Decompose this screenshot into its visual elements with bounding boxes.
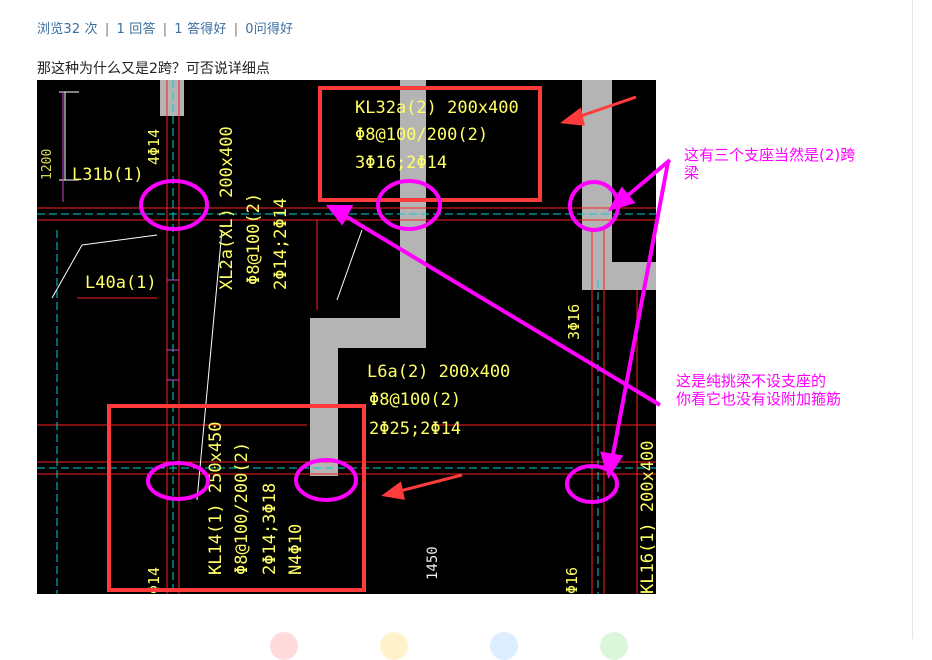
- dimension-marks: [62, 92, 179, 381]
- decorative-circle: [600, 632, 628, 660]
- annotation-line: 你看它也没有设附加箍筋: [676, 390, 842, 408]
- separator: |: [162, 22, 168, 37]
- label-kl32a-3: 3Φ16;2Φ14: [355, 153, 447, 173]
- separator: |: [233, 22, 239, 37]
- label-kl14-3: 2Φ14;3Φ18: [260, 483, 280, 575]
- annotation-line: 这是纯挑梁不设支座的: [676, 372, 827, 390]
- label-dim-1450: 1450: [425, 546, 441, 580]
- label-l6a-3: 2Φ25;2Φ14: [369, 419, 461, 439]
- ask-good-link[interactable]: 0问得好: [245, 22, 294, 37]
- label-l6a-2: Φ8@100(2): [369, 390, 461, 410]
- annotation-line: 梁: [684, 164, 700, 182]
- decorative-circle: [490, 632, 518, 660]
- good-answers-link[interactable]: 1 答得好: [174, 22, 227, 37]
- decorative-circle: [380, 632, 408, 660]
- separator: |: [104, 22, 110, 37]
- answers-link[interactable]: 1 回答: [116, 22, 156, 37]
- label-xl2a-3: 2Φ14;2Φ14: [271, 198, 291, 290]
- label-kl14-1: KL14(1) 250x450: [206, 421, 226, 575]
- question-text: 那这种为什么又是2跨？可否说详细点: [37, 61, 270, 77]
- views-link[interactable]: 浏览32 次: [37, 22, 98, 37]
- annotation-line: 这有三个支座当然是(2)跨: [684, 146, 856, 164]
- label-l6a-1: L6a(2) 200x400: [367, 362, 510, 382]
- label-kl32a-1: KL32a(2) 200x400: [355, 98, 519, 118]
- label-l40a: L40a(1): [85, 273, 157, 293]
- label-3phi16: 3Φ16: [565, 304, 583, 340]
- label-phi14-bottom: Φ14: [145, 567, 163, 594]
- label-phi16-bottom: Φ16: [563, 567, 581, 594]
- label-l31b: L31b(1): [72, 165, 144, 185]
- annotation-note-three-supports: 这有三个支座当然是(2)跨 梁: [684, 146, 855, 182]
- label-dim-1200: 1200: [40, 149, 55, 180]
- annotation-note-cantilever: 这是纯挑梁不设支座的 你看它也没有设附加箍筋: [676, 372, 841, 408]
- label-kl16: KL16(1) 200x400: [638, 440, 656, 594]
- label-4phi14: 4Φ14: [145, 129, 163, 165]
- cad-drawing-image: L31b(1) 1200 4Φ14 L40a(1) KL32a(2) 200x4…: [37, 80, 656, 594]
- label-xl2a-2: Φ8@100(2): [244, 193, 264, 285]
- label-xl2a-1: XL2a(XL) 200x400: [217, 126, 237, 290]
- stats-bar: 浏览32 次 | 1 回答 | 1 答得好 | 0问得好: [37, 18, 293, 37]
- label-kl32a-2: Φ8@100/200(2): [355, 125, 488, 145]
- label-kl14-4: N4Φ10: [286, 524, 306, 575]
- page-divider: [912, 0, 913, 639]
- decorative-circle: [270, 632, 298, 660]
- label-kl14-2: Φ8@100/200(2): [232, 442, 252, 575]
